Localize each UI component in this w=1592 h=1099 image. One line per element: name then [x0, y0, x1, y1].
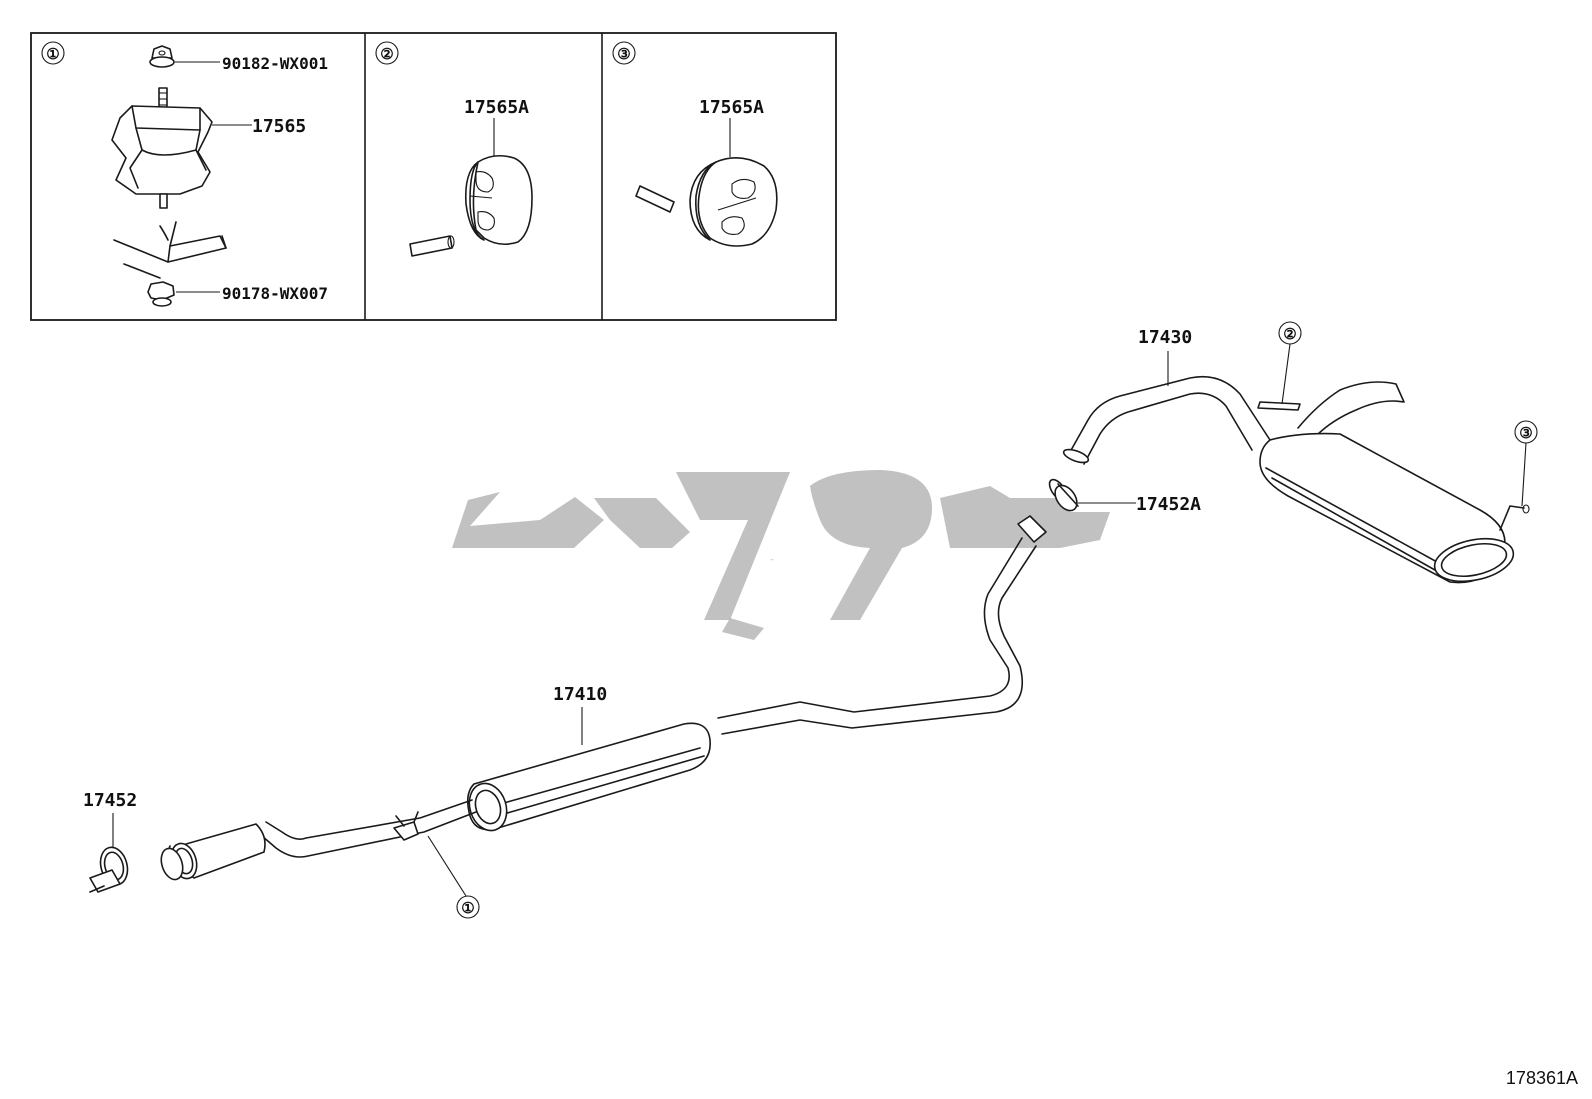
hanger-insulator-icon [409, 154, 533, 257]
inset-panels [30, 32, 837, 321]
inset-1: ① 90182-WX001 17565 [41, 41, 328, 307]
inset-3-callout: ③ [617, 45, 630, 63]
gasket-rear-icon [1048, 478, 1079, 512]
part-label-17452A: 17452A [1136, 494, 1201, 515]
callout-2-rear: ② [1283, 325, 1296, 343]
inset-3: ③ 17565A [612, 41, 778, 247]
tail-pipe-assembly [1062, 375, 1405, 465]
part-label-17565A-b: 17565A [699, 97, 764, 118]
part-label-17410: 17410 [553, 684, 607, 705]
rear-muffler [1259, 432, 1530, 584]
callout-1-front: ① [461, 899, 474, 917]
watermark-text: ﭼﻮﭘﺎرت [770, 559, 774, 561]
nut-bottom-icon [147, 281, 175, 307]
part-label-17430: 17430 [1138, 327, 1192, 348]
rubber-mount-icon [111, 87, 213, 209]
hanger-insulator-tilted-icon [635, 157, 778, 247]
part-label-90178-WX007: 90178-WX007 [222, 284, 328, 303]
inset-2-callout: ② [380, 45, 393, 63]
watermark-logo: ﭼﻮﭘﺎرت [452, 470, 1110, 640]
inset-2: ② 17565A [375, 41, 533, 257]
mount-bracket-icon [113, 221, 227, 279]
clamp-front-icon [89, 846, 129, 893]
part-label-17565: 17565 [252, 116, 306, 137]
callout-3-rear: ③ [1519, 424, 1532, 442]
inset-1-callout: ① [46, 45, 59, 63]
center-pipe-assembly [160, 515, 1047, 881]
diagram-code: 178361A [1505, 1068, 1578, 1088]
part-label-17452: 17452 [83, 790, 137, 811]
part-label-90182-WX001: 90182-WX001 [222, 54, 328, 73]
nut-top-icon [149, 45, 175, 68]
part-label-17565A-a: 17565A [464, 97, 529, 118]
